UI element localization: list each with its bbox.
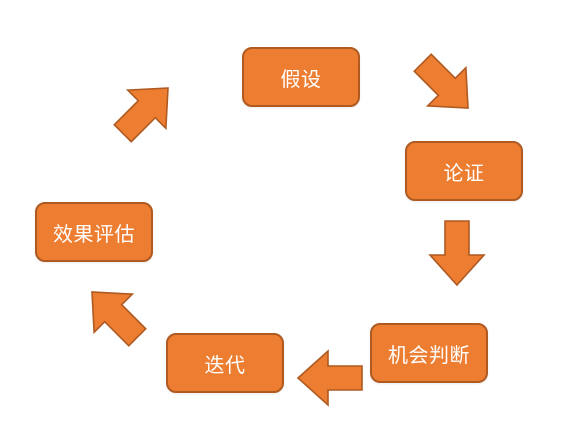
node-hypothesis: 假设 [242,47,360,107]
node-iteration-label: 迭代 [204,352,246,377]
node-effect-evaluation: 效果评估 [35,202,153,262]
node-proof-label: 论证 [443,160,485,185]
node-opportunity-judgement: 机会判断 [370,323,488,383]
node-hypothesis-label: 假设 [280,66,322,91]
node-effect-evaluation-label: 效果评估 [53,221,135,246]
node-opportunity-judgement-label: 机会判断 [388,342,470,367]
node-iteration: 迭代 [166,333,284,393]
node-proof: 论证 [405,141,523,201]
